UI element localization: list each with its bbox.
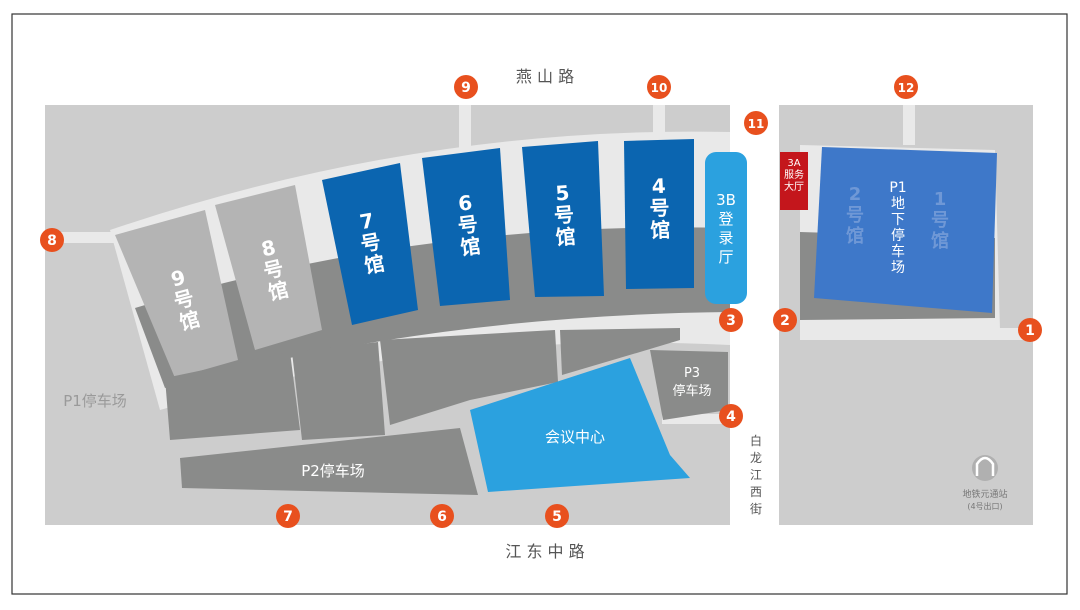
hall-8 [215,185,322,350]
lot-p2 [180,428,478,495]
hall-7 [322,163,418,325]
p2-label: P2停车场 [301,462,365,480]
gate-10-marker: 10 [647,75,671,99]
road-gate9 [459,105,471,150]
hall-5 [522,141,604,297]
gate-7-marker: 7 [276,504,300,528]
gate-1-marker: 1 [1018,318,1042,342]
hall-8-label: 8号馆 [256,234,291,305]
hall-7-label: 7号馆 [355,208,387,278]
gate-11-marker: 11 [744,111,768,135]
road-east-label: 白龙江西街 [750,433,762,516]
gate-12-marker: 12 [894,75,918,99]
hall-4 [624,139,694,289]
hall-9 [115,210,238,378]
road-gate1 [800,328,1033,340]
gate-2-label: 2 [780,313,790,329]
gate-12-label: 12 [898,81,915,95]
gate-8-marker: 8 [40,228,64,252]
lot-d [560,328,680,375]
conference-label: 会议中心 [545,428,605,446]
gate-5-marker: 5 [545,504,569,528]
metro-exit: (4号出口) [967,501,1002,511]
road-gate12 [903,105,915,145]
road-south-label: 江 东 中 路 [505,542,584,561]
gate-8-label: 8 [47,233,57,249]
lot-p3 [650,350,728,420]
lot-a [165,352,300,440]
road-north-label: 燕 山 路 [516,67,574,86]
conference-center [470,358,690,492]
gate-5-label: 5 [552,509,562,525]
hall-5-label: 5号馆 [552,180,577,249]
p1-underground [814,147,997,313]
gate-4-marker: 4 [719,404,743,428]
gate-4-label: 4 [726,409,736,425]
gate-9-marker: 9 [454,75,478,99]
hall-3a [780,152,808,210]
gate-10-label: 10 [651,81,668,95]
road-gate4 [662,414,730,424]
hall-6-label: 6号馆 [454,190,482,260]
hall-3b [705,152,747,304]
road-gate10 [653,105,665,135]
lot-c [380,330,558,425]
gate-9-label: 9 [461,80,471,96]
gate-3-label: 3 [726,313,736,329]
gate-2-marker: 2 [773,308,797,332]
p1-label: P1停车场 [63,392,127,410]
gate-6-marker: 6 [430,504,454,528]
road-gate8 [45,232,120,243]
hall-4-label: 4号馆 [648,174,670,243]
gate-11-label: 11 [748,117,765,131]
gate-7-label: 7 [283,509,293,525]
metro-name: 地铁元通站 [962,488,1007,500]
lot-b [292,342,385,440]
gate-6-label: 6 [437,509,447,525]
metro-icon [972,455,998,481]
hall-6 [422,148,510,306]
gate-3-marker: 3 [719,308,743,332]
gate-1-label: 1 [1025,323,1035,339]
